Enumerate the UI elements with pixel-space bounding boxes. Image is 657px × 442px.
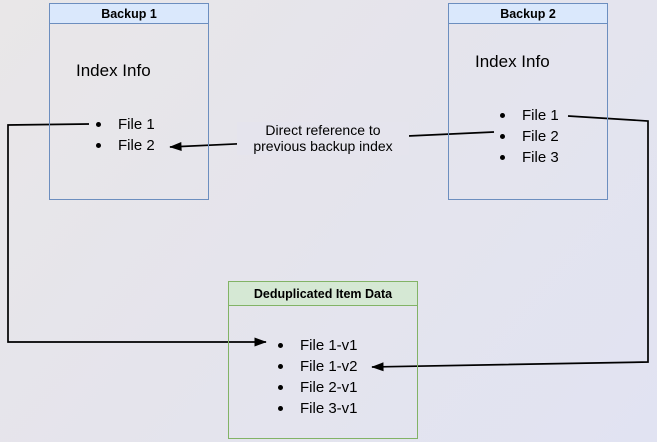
backup1-title: Backup 1 [50, 4, 208, 24]
deduplicated-item-data-title: Deduplicated Item Data [229, 282, 417, 306]
backup1-box: Backup 1 Index Info File 1 File 2 [49, 3, 209, 200]
dedup-file-item: File 3-v1 [278, 398, 358, 419]
backup1-file-item: File 2 [96, 135, 155, 156]
dedup-file-item: File 1-v1 [278, 335, 358, 356]
backup2-box: Backup 2 Index Info File 1 File 2 File 3 [448, 3, 608, 200]
dedup-file-item: File 2-v1 [278, 377, 358, 398]
direct-reference-label-line2: previous backup index [253, 137, 393, 154]
backup2-file-item: File 1 [500, 105, 559, 126]
direct-reference-label: Direct reference to previous backup inde… [237, 122, 409, 155]
direct-reference-label-line1: Direct reference to [265, 122, 381, 138]
backup1-file-list: File 1 File 2 [96, 114, 155, 156]
backup2-index-info-label: Index Info [475, 52, 550, 71]
backup1-file-item: File 1 [96, 114, 155, 135]
dedup-file-item: File 1-v2 [278, 356, 358, 377]
deduplicated-item-data-box: Deduplicated Item Data File 1-v1 File 1-… [228, 281, 418, 439]
backup1-index-info-label: Index Info [76, 61, 151, 80]
dedup-file-list: File 1-v1 File 1-v2 File 2-v1 File 3-v1 [278, 335, 358, 419]
backup2-file-list: File 1 File 2 File 3 [500, 105, 559, 168]
backup2-file-item: File 2 [500, 126, 559, 147]
backup2-title: Backup 2 [449, 4, 607, 24]
backup2-file-item: File 3 [500, 147, 559, 168]
